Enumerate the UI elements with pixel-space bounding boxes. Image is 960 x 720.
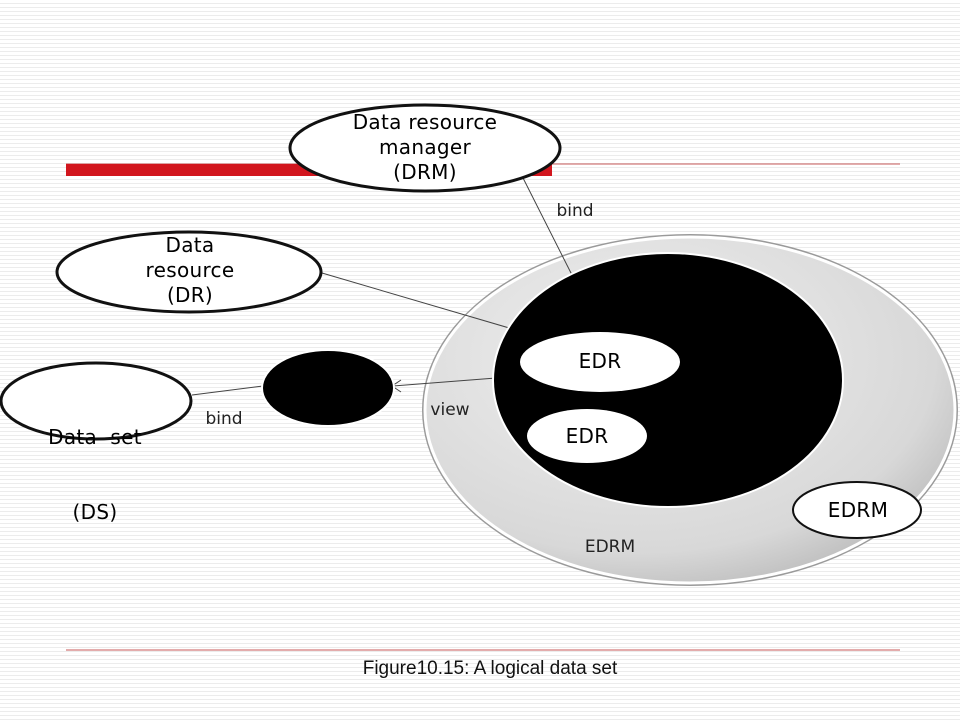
view-label: view	[430, 400, 470, 420]
ds-ellipse	[0, 361, 193, 441]
edrm-outer-label: EDRM	[584, 537, 636, 557]
edrm-badge-label: EDRM	[827, 498, 889, 522]
view-arrow	[392, 377, 497, 387]
drm-bind-line	[519, 171, 573, 276]
ds-label-line-2: (DS)	[72, 500, 118, 524]
ds-label-line-1: Data set	[48, 425, 142, 449]
ds-label: Data set (DS)	[30, 375, 160, 550]
drm-label-line-3: (DRM)	[393, 160, 457, 184]
ds-bind-label: bind	[205, 409, 243, 429]
dr-label: Data resource (DR)	[110, 233, 270, 308]
edr-lower-label: EDR	[565, 424, 609, 448]
ds-bind-line	[191, 385, 264, 396]
edrm-badge-ellipse	[792, 481, 922, 539]
drm-bind-label: bind	[556, 201, 594, 221]
edr-lower-ellipse	[527, 409, 647, 463]
drm-label: Data resource manager (DRM)	[320, 110, 530, 185]
dr-label-line-2: resource	[145, 258, 235, 282]
drm-ellipse	[288, 103, 562, 193]
edr-upper-label: EDR	[578, 349, 622, 373]
figure-caption: Figure10.15: A logical data set	[362, 658, 618, 679]
dr-label-line-1: Data	[165, 233, 215, 257]
drm-label-line-2: manager	[379, 135, 471, 159]
dr-line	[321, 272, 517, 331]
drm-label-line-1: Data resource	[352, 110, 498, 134]
data-set-view-circle	[261, 349, 395, 427]
dr-label-line-3: (DR)	[166, 283, 214, 307]
edr-upper-ellipse	[520, 332, 680, 392]
dr-ellipse	[55, 230, 323, 314]
